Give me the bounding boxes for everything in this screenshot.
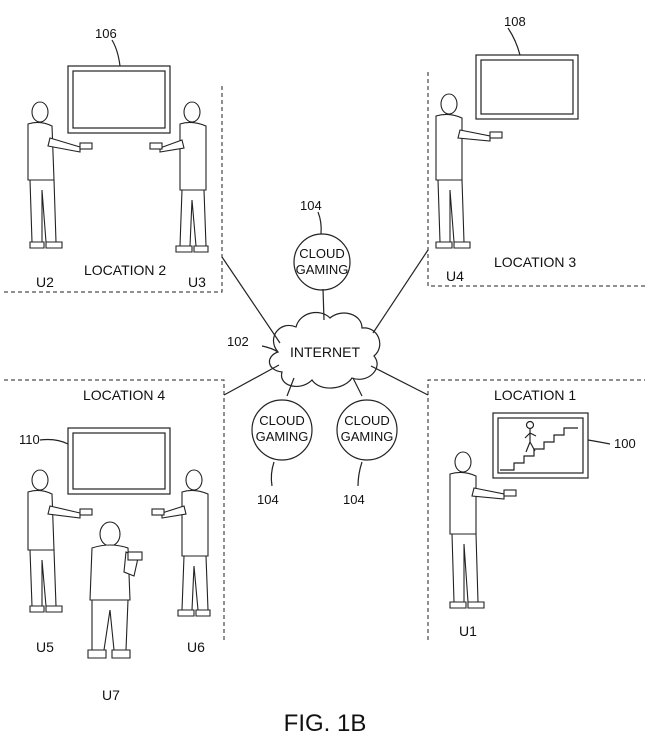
- user-u6-figure: [151, 469, 211, 617]
- location-3-label: LOCATION 3: [494, 254, 576, 270]
- display-108: [475, 27, 579, 120]
- user-u5-figure: [27, 469, 93, 613]
- cloud-gaming-server-bottom-right: CLOUD GAMING: [336, 399, 398, 461]
- ref-106: 106: [95, 26, 117, 41]
- cloud-gaming-top-line2: GAMING: [296, 262, 349, 277]
- ref-108: 108: [504, 14, 526, 29]
- cloud-gaming-right-line1: CLOUD: [344, 413, 390, 428]
- ref-104-top-leader: [317, 211, 322, 235]
- display-100: [492, 412, 611, 479]
- cloud-gaming-top-line1: CLOUD: [299, 246, 345, 261]
- ref-104-left: 104: [257, 492, 279, 507]
- location-1-boundary: [427, 379, 645, 640]
- user-label-u4: U4: [446, 268, 464, 284]
- ref-102: 102: [227, 334, 249, 349]
- ref-104-left-leader: [270, 461, 275, 487]
- ref-104-top: 104: [300, 198, 322, 213]
- location-4-label: LOCATION 4: [83, 387, 165, 403]
- user-u2-figure: [27, 101, 93, 249]
- user-label-u2: U2: [36, 274, 54, 290]
- user-u1-figure: [449, 451, 517, 609]
- ref-110: 110: [19, 432, 40, 447]
- game-character: [524, 420, 537, 453]
- ref-100: 100: [614, 436, 636, 451]
- ref-104-right: 104: [343, 492, 365, 507]
- user-label-u1: U1: [459, 623, 477, 639]
- user-u3-figure: [149, 101, 209, 253]
- user-label-u7: U7: [102, 687, 120, 703]
- user-label-u3: U3: [188, 274, 206, 290]
- location-2-label: LOCATION 2: [84, 262, 166, 278]
- user-u7-figure: [87, 521, 143, 659]
- display-106: [67, 39, 171, 134]
- game-stairs: [500, 427, 578, 471]
- ref-104-right-leader: [357, 461, 363, 487]
- ref-102-leader: [261, 345, 279, 353]
- user-u4-figure: [435, 93, 503, 249]
- figure-caption: FIG. 1B: [284, 710, 367, 737]
- location-1-label: LOCATION 1: [494, 387, 576, 403]
- user-label-u5: U5: [36, 639, 54, 655]
- user-label-u6: U6: [187, 639, 205, 655]
- internet-cloud: INTERNET: [268, 311, 381, 389]
- display-110: [39, 427, 171, 495]
- cloud-gaming-server-top: CLOUD GAMING: [293, 233, 351, 291]
- location-4-boundary: [4, 379, 225, 640]
- cloud-gaming-left-line2: GAMING: [256, 429, 309, 444]
- location-2-boundary: [4, 84, 223, 293]
- internet-label: INTERNET: [290, 344, 360, 360]
- cloud-gaming-left-line1: CLOUD: [259, 413, 305, 428]
- cloud-gaming-server-bottom-left: CLOUD GAMING: [251, 399, 313, 461]
- location-3-boundary: [427, 72, 645, 287]
- cloud-gaming-right-line2: GAMING: [341, 429, 394, 444]
- network-links: [221, 249, 429, 397]
